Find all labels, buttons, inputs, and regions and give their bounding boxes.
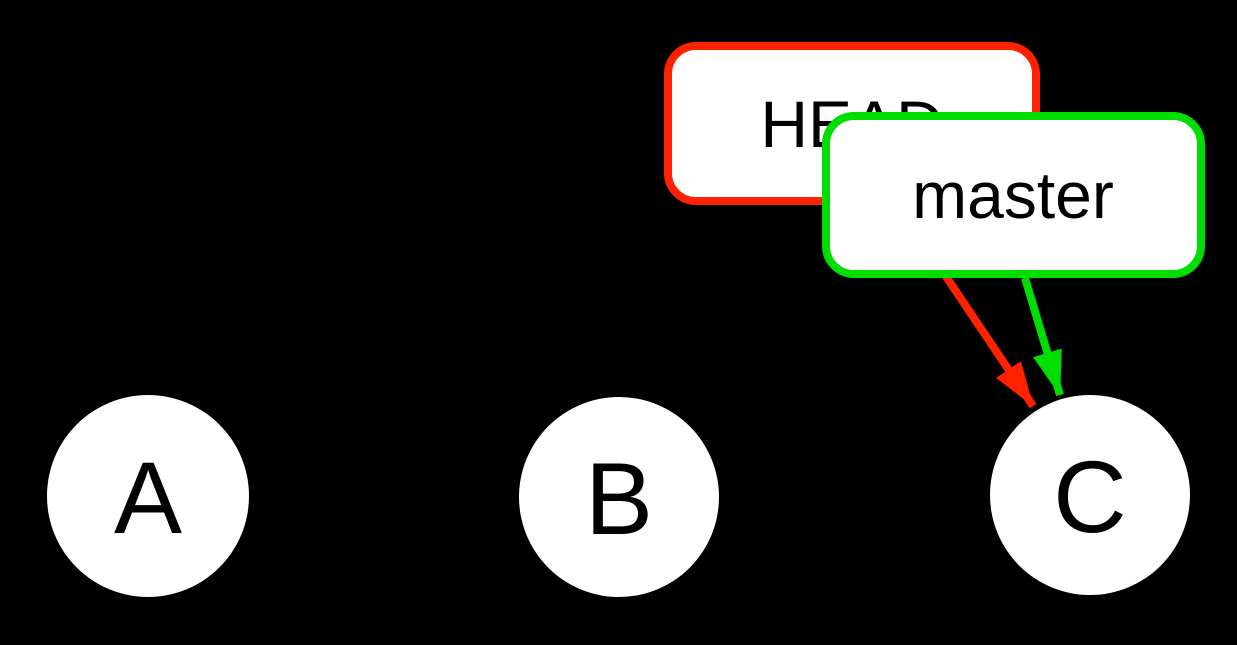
master-box bbox=[822, 112, 1205, 278]
commit-circle-b bbox=[519, 397, 719, 597]
commit-label-c: C bbox=[1053, 440, 1127, 554]
commit-label-a: A bbox=[114, 441, 182, 555]
commit-node-b: B bbox=[519, 397, 719, 597]
ref-box-master: master bbox=[822, 112, 1205, 278]
arrow-master-to-c bbox=[1021, 276, 1064, 397]
commit-label-b: B bbox=[585, 442, 653, 556]
commit-node-a: A bbox=[47, 395, 249, 597]
commit-circle-a bbox=[47, 395, 249, 597]
commit-node-c: C bbox=[990, 395, 1190, 595]
master-label: master bbox=[912, 158, 1114, 232]
commit-circle-c bbox=[990, 395, 1190, 595]
